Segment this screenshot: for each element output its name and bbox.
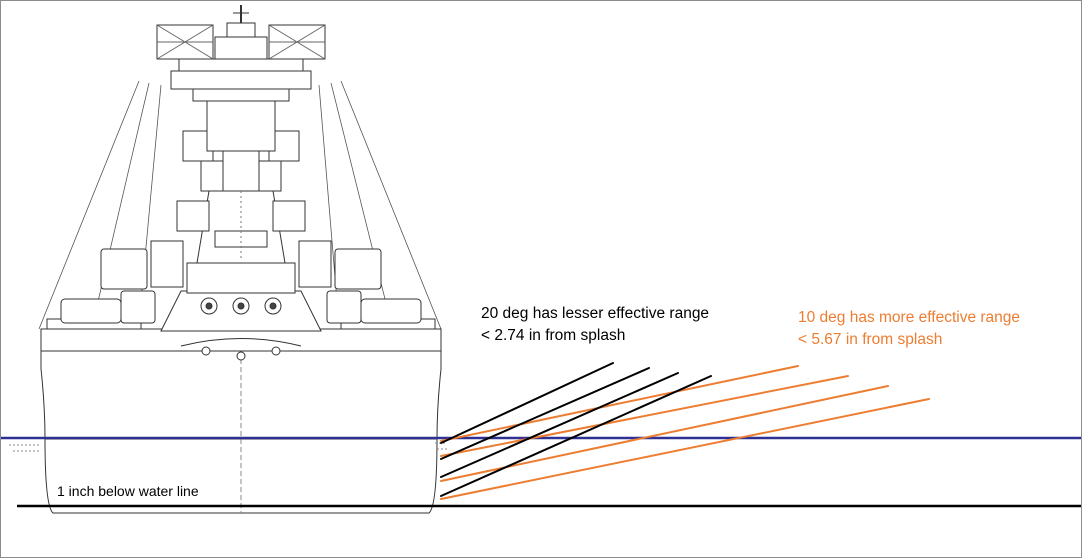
superstructure xyxy=(170,5,312,264)
battleship-drawing xyxy=(9,5,447,514)
label-20deg: 20 deg has lesser effective range < 2.74… xyxy=(481,303,709,347)
label-10deg: 10 deg has more effective range < 5.67 i… xyxy=(798,307,1020,351)
label-10deg-title: 10 deg has more effective range xyxy=(798,309,1021,326)
trajectory-20deg-line xyxy=(440,362,614,444)
rigging-wires xyxy=(38,80,442,330)
main-deck xyxy=(40,328,442,352)
depth-label: 1 inch below water line xyxy=(57,483,199,499)
trajectories-20deg xyxy=(440,362,712,497)
trajectory-10deg-line xyxy=(440,375,849,457)
radar-arrays xyxy=(156,24,326,60)
label-10deg-value: < 5.67 in from splash xyxy=(798,331,943,348)
trajectory-10deg-line xyxy=(440,365,799,442)
label-20deg-title: 20 deg has lesser effective range xyxy=(481,305,710,322)
trajectory-10deg-line xyxy=(440,398,930,500)
trajectory-20deg-line xyxy=(440,375,712,497)
label-20deg-value: < 2.74 in from splash xyxy=(481,327,626,344)
trajectory-20deg-line xyxy=(440,372,679,478)
secondary-turrets xyxy=(60,240,422,324)
trajectory-10deg-line xyxy=(440,385,889,482)
trajectories-10deg xyxy=(440,365,930,500)
trajectory-20deg-line xyxy=(440,367,650,460)
